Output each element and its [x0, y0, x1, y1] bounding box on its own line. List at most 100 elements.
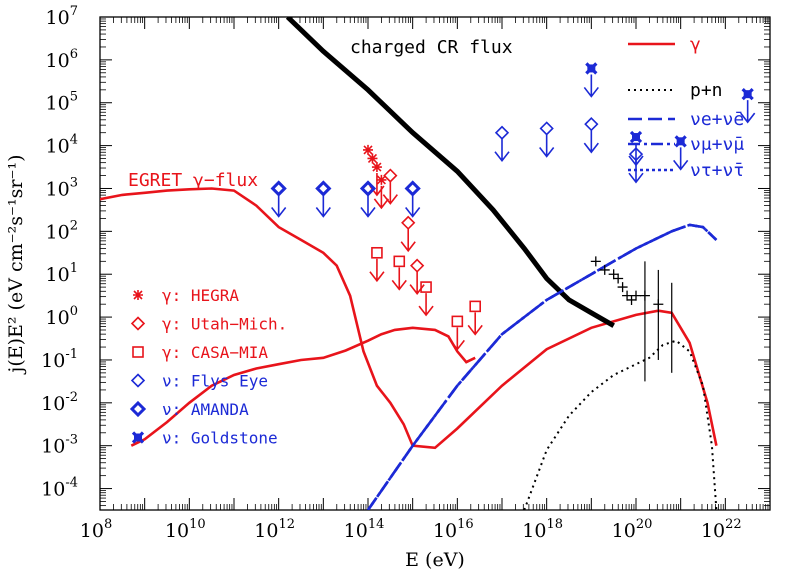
upper-limit-marker-shape — [367, 153, 378, 164]
legend-label: ν: Flys Eye — [162, 372, 268, 391]
upper-limit-marker — [371, 246, 383, 259]
series-curve-3 — [366, 223, 718, 510]
upper-limit-marker — [469, 300, 482, 313]
legend-label: γ: Utah−Mich. — [162, 315, 287, 334]
upper-limit-arrow — [583, 130, 599, 154]
y-tick-label: 100 — [46, 304, 78, 329]
upper-limit-arrow — [418, 293, 434, 317]
legend-marker-shape — [130, 316, 146, 331]
series-curve-1 — [523, 339, 718, 510]
upper-limit-arrow — [740, 100, 756, 124]
upper-limit-marker — [674, 135, 687, 148]
legend-marker-shape — [132, 346, 144, 358]
upper-limit-marker-shape — [469, 300, 482, 313]
upper-limit-marker — [629, 130, 643, 144]
upper-limit-arrow — [382, 181, 398, 205]
uhecr-point — [608, 269, 619, 280]
y-tick-label: 10-2 — [41, 390, 78, 415]
uhecr-point — [613, 273, 624, 284]
upper-limit-marker — [585, 62, 598, 75]
legend-marker — [132, 346, 144, 358]
legend-label: γ: HEGRA — [162, 286, 239, 305]
upper-limit-arrow — [271, 194, 287, 218]
upper-limit-marker — [393, 255, 406, 268]
legend-marker-shape — [129, 400, 147, 418]
x-tick-label: 1010 — [165, 517, 206, 542]
upper-limit-marker — [359, 180, 377, 197]
legend-label: ν: AMANDA — [162, 400, 249, 419]
curves-layer — [100, 17, 718, 510]
legend-series-label: ντ+ν̄τ — [690, 160, 744, 181]
upper-limit-marker-shape — [363, 144, 373, 155]
x-tick-label: 1012 — [254, 517, 295, 542]
upper-limit-arrow — [400, 228, 416, 253]
series-curve-0 — [130, 326, 476, 447]
upper-limit-marker-shape — [401, 215, 416, 230]
upper-limit-marker-fill — [743, 90, 752, 99]
upper-limit-marker — [315, 180, 332, 197]
upper-limit-marker-shape — [420, 281, 432, 293]
data-points-layer — [270, 62, 756, 351]
y-tick-label: 106 — [46, 47, 78, 72]
charged-cr-flux-curve — [285, 17, 615, 328]
y-tick-label: 105 — [46, 90, 78, 115]
legend-marker — [133, 290, 143, 300]
upper-limit-marker-shape — [371, 162, 382, 173]
x-tick-label: 1014 — [344, 517, 385, 542]
y-tick-label: 104 — [46, 133, 78, 158]
upper-limit-marker — [494, 125, 510, 140]
uhecr-point — [622, 290, 633, 301]
uhecr-point — [590, 256, 601, 267]
upper-limit-arrow — [467, 312, 483, 336]
legend-series-label: γ — [690, 34, 701, 55]
legend-marker-shape — [133, 290, 143, 300]
legend-marker — [130, 373, 146, 388]
upper-limit-marker — [401, 215, 416, 230]
upper-limit-arrow — [539, 134, 555, 158]
upper-limit-marker — [539, 121, 554, 136]
uhecr-point — [626, 294, 637, 305]
upper-limit-marker — [363, 144, 373, 155]
upper-limit-marker-shape — [404, 180, 421, 197]
legend-label: γ: CASA−MIA — [162, 343, 268, 362]
series-curve-4 — [366, 223, 718, 510]
uhecr-point — [631, 290, 641, 301]
legend-series-label: νe+ν̄e — [690, 109, 744, 130]
upper-limit-marker — [584, 117, 599, 132]
upper-limit-marker-fill — [587, 64, 596, 73]
legend-marker-fill — [134, 433, 142, 442]
upper-limit-marker — [270, 180, 287, 197]
upper-limit-marker — [404, 180, 421, 197]
upper-limit-marker-shape — [383, 168, 398, 183]
upper-limit-marker-shape — [270, 180, 287, 197]
y-tick-label: 10-1 — [41, 347, 78, 372]
uhecr-point — [599, 264, 610, 275]
upper-limit-marker-fill — [676, 137, 685, 146]
legend-series-label: νμ+ν̄μ — [690, 134, 744, 155]
upper-limit-arrow — [391, 267, 407, 291]
upper-limit-arrow — [628, 143, 644, 167]
x-tick-label: 1022 — [701, 517, 742, 542]
upper-limit-arrow — [373, 185, 390, 210]
upper-limit-marker-shape — [315, 180, 332, 197]
x-axis-label: E (eV) — [405, 549, 465, 571]
x-tick-label: 1016 — [433, 517, 474, 542]
legend-series-label: p+n — [690, 80, 723, 101]
upper-limit-marker-shape — [376, 174, 387, 185]
upper-limit-arrow — [449, 327, 465, 351]
x-tick-label: 1020 — [612, 517, 653, 542]
upper-limit-arrow — [583, 74, 599, 98]
upper-limit-arrow — [360, 194, 376, 218]
upper-limit-marker-shape — [494, 125, 510, 140]
legend-label: ν: Goldstone — [162, 429, 278, 448]
x-tick-label: 1018 — [522, 517, 563, 542]
upper-limit-marker-shape — [410, 258, 425, 273]
upper-limit-arrow — [494, 138, 510, 163]
legend-curves: γ p+n νe+ν̄e νμ+ν̄μ ντ+ν̄τ — [628, 34, 744, 181]
legend-marker-shape — [130, 373, 146, 388]
egret-flux-label: EGRET γ−flux — [128, 170, 258, 191]
upper-limit-marker-shape — [584, 117, 599, 132]
y-tick-label: 10-3 — [41, 433, 78, 458]
y-axis-label: j(E)E² (eV cm⁻²s⁻¹sr⁻¹) — [5, 154, 27, 374]
